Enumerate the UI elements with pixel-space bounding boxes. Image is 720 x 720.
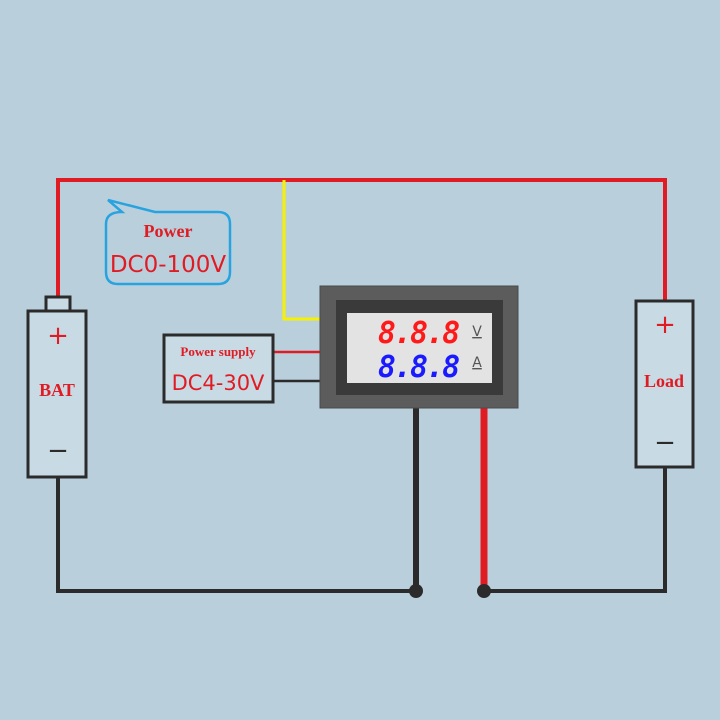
yellow-signal-wire <box>282 180 320 321</box>
voltage-reading: 8.8.8 <box>378 316 459 351</box>
battery-body <box>26 309 88 479</box>
load-body <box>634 299 695 469</box>
junction-dot-black <box>409 584 423 598</box>
bubble-range: DC0-100V <box>110 252 227 278</box>
load-negative-wire <box>484 467 667 593</box>
current-reading: 8.8.8 <box>378 350 459 385</box>
battery-plus: + <box>47 321 69 351</box>
load-plus: + <box>654 310 676 340</box>
battery-cap <box>44 295 72 313</box>
power-supply-box <box>162 333 275 404</box>
battery-negative-wire <box>56 477 416 593</box>
power-supply-range: DC4-30V <box>172 371 265 395</box>
speech-bubble <box>104 198 232 286</box>
top-positive-wire <box>56 178 667 301</box>
load-label: Load <box>644 371 684 391</box>
battery-minus: − <box>47 436 69 466</box>
junction-dot-red <box>477 584 491 598</box>
current-unit: A <box>472 355 482 371</box>
battery-label: BAT <box>39 380 75 400</box>
bubble-title: Power <box>144 221 193 241</box>
power-supply-title: Power supply <box>180 344 256 359</box>
load-minus: − <box>654 428 676 458</box>
voltage-unit: V <box>472 324 482 340</box>
meter-screen <box>347 313 492 383</box>
